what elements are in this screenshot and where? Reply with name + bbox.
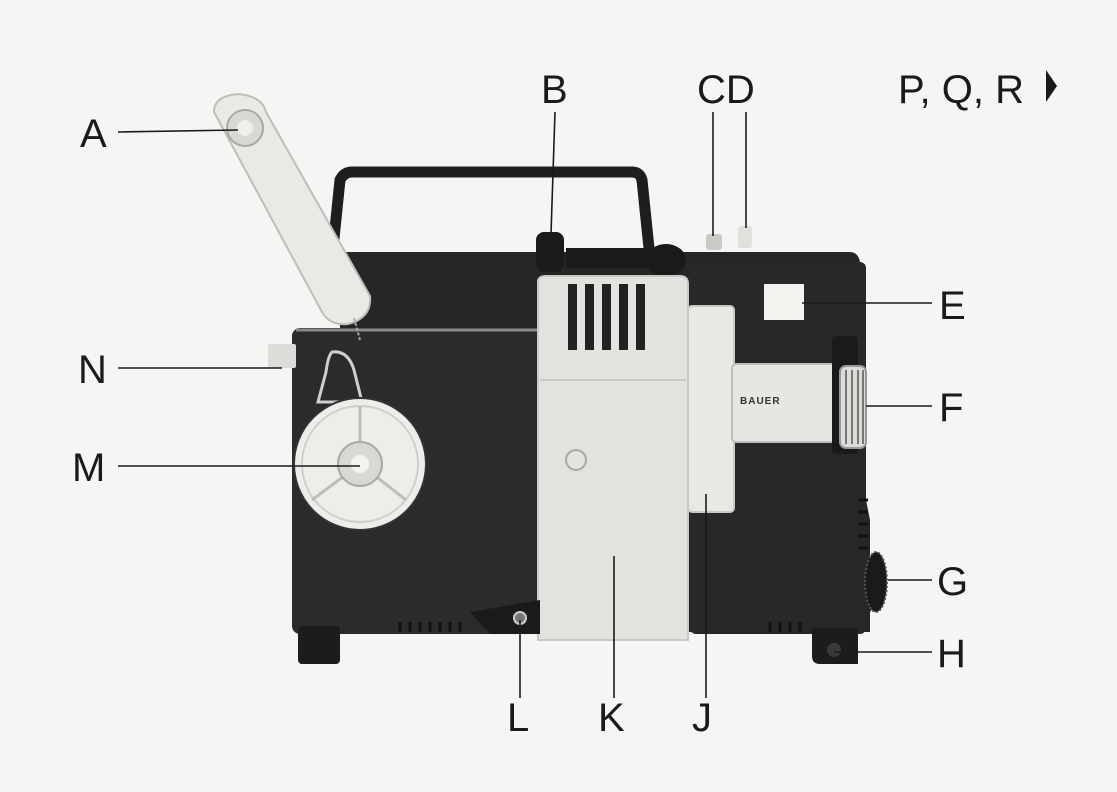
knob-b <box>536 232 564 272</box>
label-e: E <box>939 286 966 326</box>
rear-spindle-n <box>268 344 296 368</box>
indicator-window-e <box>764 284 804 320</box>
triangle-right-icon <box>1046 70 1057 102</box>
front-foot-left <box>298 626 340 664</box>
focus-ring <box>840 366 866 448</box>
knob-g <box>865 552 887 612</box>
switch-d <box>738 226 752 248</box>
reel-arm <box>214 94 370 340</box>
lens-housing <box>688 306 734 512</box>
label-cd: CD <box>697 70 755 110</box>
label-b: B <box>541 70 568 110</box>
label-pqr: P, Q, R <box>898 70 1024 110</box>
label-l: L <box>507 698 529 738</box>
carry-handle <box>332 172 650 258</box>
label-a: A <box>80 114 107 154</box>
label-k: K <box>598 698 625 738</box>
leader-a <box>118 130 238 132</box>
label-m: M <box>72 448 105 488</box>
label-g: G <box>937 562 968 602</box>
lens-brand: BAUER <box>740 396 781 407</box>
label-n: N <box>78 350 107 390</box>
switch-c <box>706 234 722 250</box>
label-f: F <box>939 388 963 428</box>
label-h: H <box>937 634 966 674</box>
film-gate-cover <box>538 276 688 640</box>
knob-behind-panel <box>646 244 686 276</box>
label-j: J <box>692 698 712 738</box>
